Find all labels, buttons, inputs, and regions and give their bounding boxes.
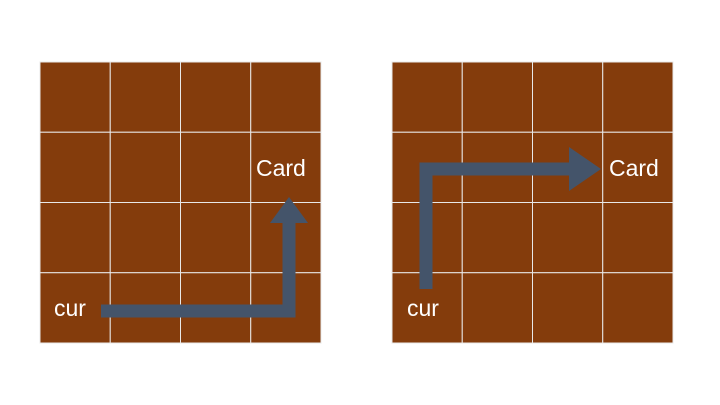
grid-cell [180,61,252,133]
grid-cell [39,202,111,274]
grid-cell [602,131,674,203]
left-start-label: cur [54,295,86,321]
arrow-left-head [270,197,308,223]
grid-cell [532,202,604,274]
grid-cell [109,202,181,274]
grid-cell [461,202,533,274]
right-start-label: cur [407,295,439,321]
grid-cell [180,131,252,203]
grid-left [39,61,322,344]
path-arrow-left [101,197,308,318]
grid-cell [39,272,111,344]
left-end-label: Card [256,155,306,181]
grid-cell [39,61,111,133]
grid-cell [602,202,674,274]
grid-cell [532,61,604,133]
grid-cell [532,272,604,344]
arrow-right-shaft [419,162,570,289]
grid-cell [602,61,674,133]
grid-cell [109,131,181,203]
grid-cell [602,272,674,344]
arrow-right-head [569,147,601,191]
grid-right [391,61,674,344]
grid-cell [39,131,111,203]
grid-cell [180,202,252,274]
grid-cell [461,61,533,133]
right-end-label: Card [609,155,659,181]
grid-cell [109,61,181,133]
path-arrow-right [419,147,601,289]
grid-cell [461,272,533,344]
grid-cell [250,61,322,133]
grid-cell [391,61,463,133]
grid-cell [250,131,322,203]
arrow-left-shaft [101,222,296,318]
